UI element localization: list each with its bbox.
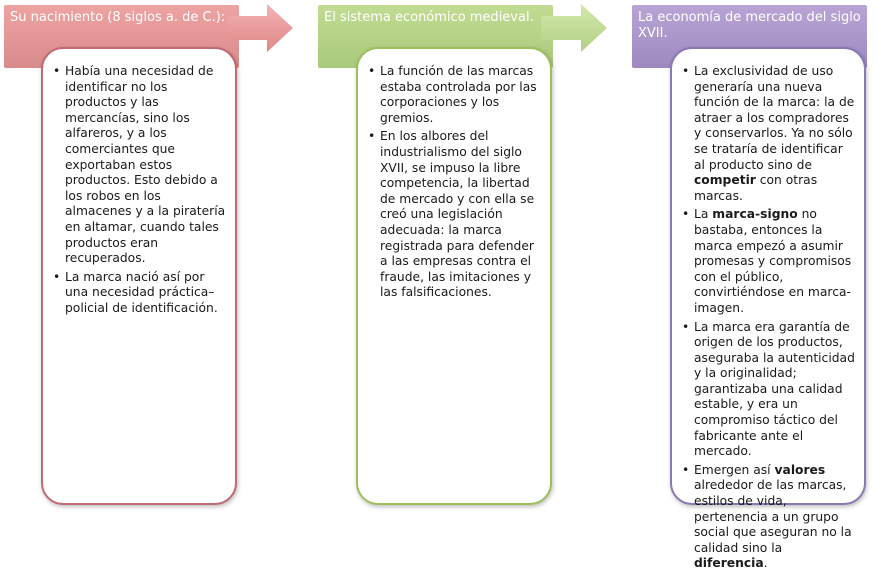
stage-1-card: Había una necesidad de identificar no lo…: [41, 47, 237, 505]
arrow-right-icon: [227, 4, 293, 52]
stage-3-bullet: La exclusividad de uso generaría una nue…: [682, 64, 856, 204]
stage-2-bullet: La función de las marcas estaba controla…: [368, 64, 542, 126]
stage-3-bullet: Emergen así valores alrededor de las mar…: [682, 463, 856, 572]
stage-2-card: La función de las marcas estaba controla…: [356, 47, 552, 505]
stage-1-bullet: Había una necesidad de identificar no lo…: [53, 64, 227, 267]
stage-3-bullet: La marca-signo no bastaba, entonces la m…: [682, 207, 856, 316]
stage-3-bullet: La marca era garantía de origen de los p…: [682, 320, 856, 460]
stage-3-card: La exclusividad de uso generaría una nue…: [670, 47, 866, 570]
stage-1-bullet: La marca nació así por una necesidad prá…: [53, 270, 227, 317]
stage-2-bullet: En los albores del industrialismo del si…: [368, 129, 542, 301]
arrow-right-icon: [541, 4, 607, 52]
